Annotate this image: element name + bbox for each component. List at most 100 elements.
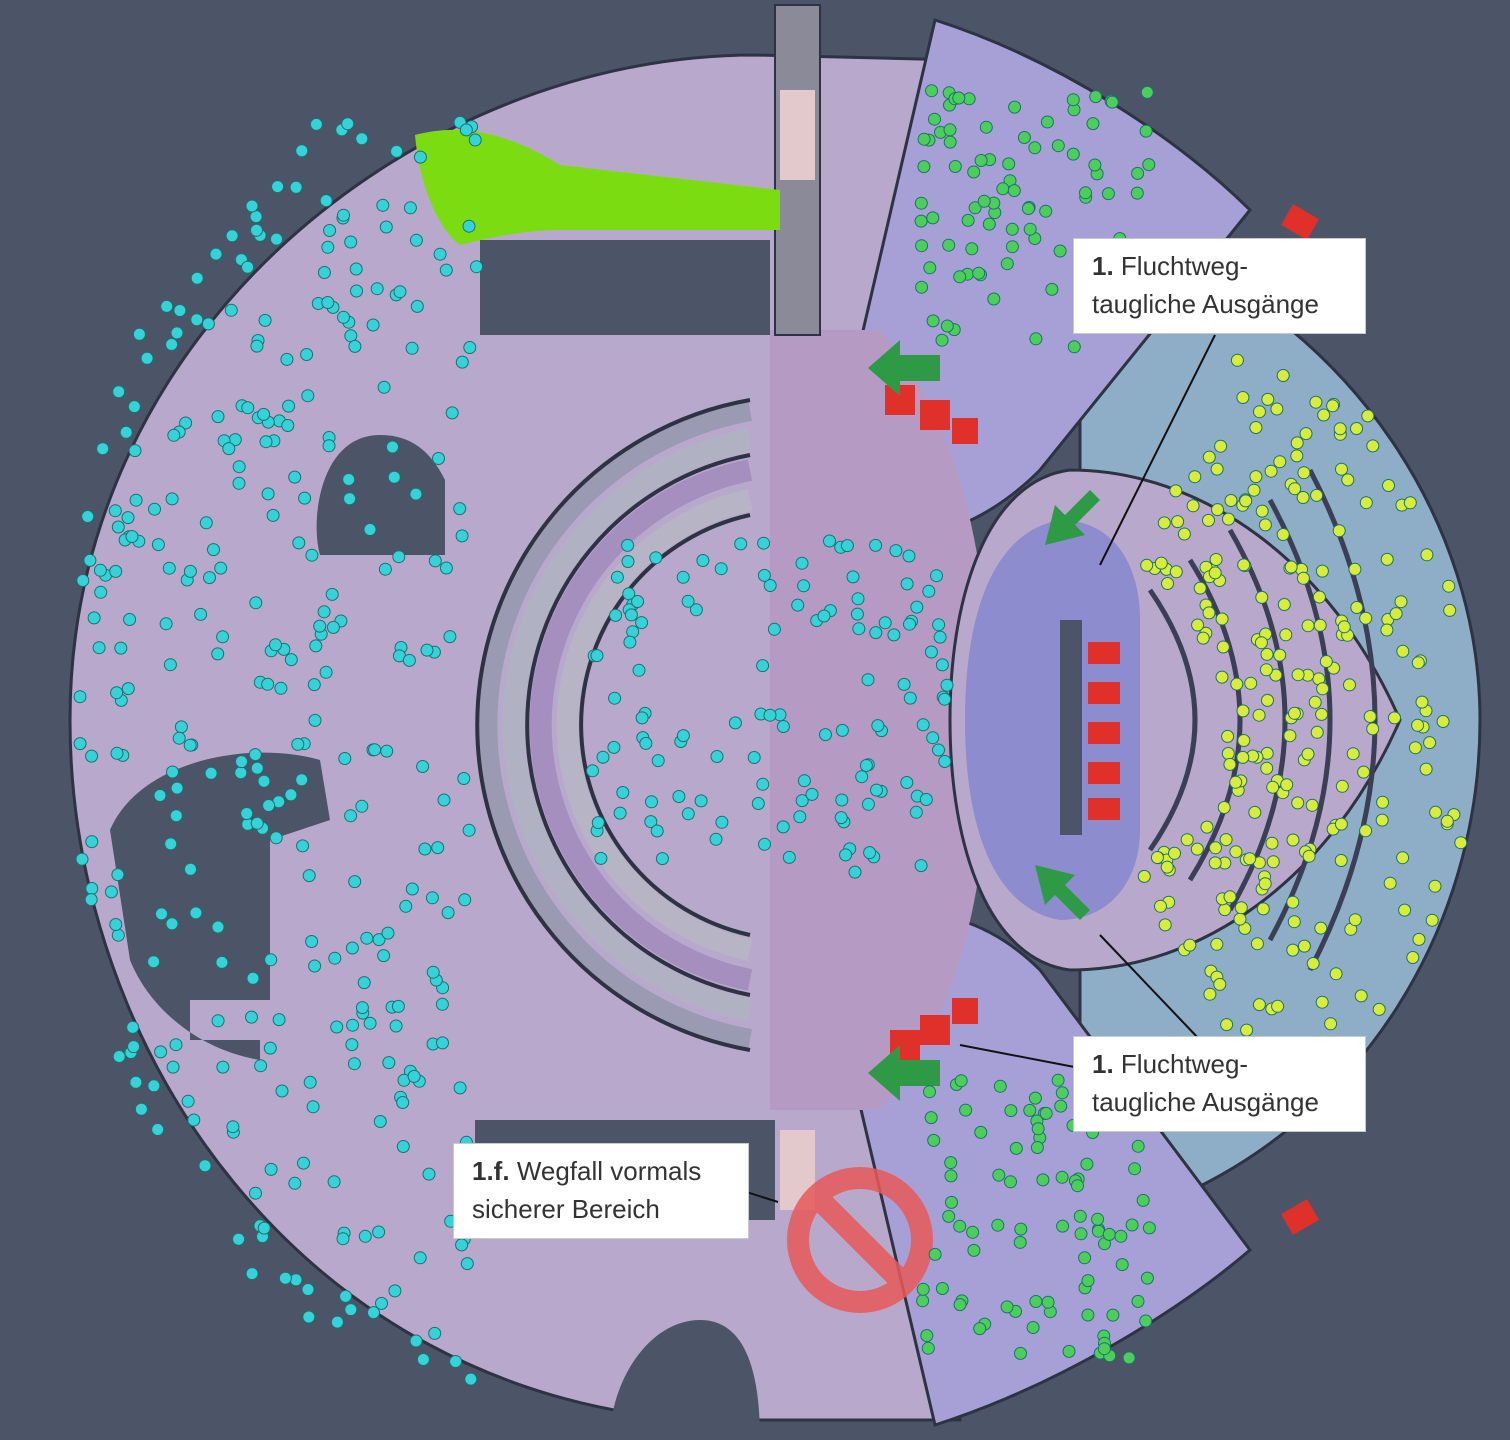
- occupant-marker: [1266, 855, 1280, 869]
- occupant-marker: [1051, 139, 1065, 153]
- occupant-marker: [264, 1162, 278, 1176]
- callout-bottom-right: 1. Fluchtweg- taugliche Ausgänge: [1073, 1036, 1366, 1132]
- occupant-marker: [903, 691, 917, 705]
- occupant-marker: [275, 1084, 289, 1098]
- occupant-marker: [85, 882, 99, 895]
- occupant-marker: [166, 1060, 180, 1074]
- occupant-marker: [1131, 1294, 1145, 1308]
- occupant-marker: [926, 211, 940, 225]
- occupant-marker: [257, 774, 271, 788]
- occupant-marker: [160, 299, 174, 313]
- occupant-marker: [226, 1120, 240, 1134]
- occupant-marker: [1310, 725, 1324, 739]
- occupant-marker: [296, 839, 310, 853]
- occupant-marker: [211, 920, 225, 934]
- occupant-marker: [1014, 1346, 1027, 1360]
- occupant-marker: [114, 641, 128, 655]
- occupant-marker: [938, 755, 952, 768]
- occupant-marker: [1380, 552, 1394, 566]
- auditorium-stage: [965, 520, 1140, 920]
- occupant-marker: [163, 658, 177, 672]
- occupant-marker: [76, 574, 90, 587]
- occupant-marker: [631, 595, 645, 608]
- occupant-marker: [305, 935, 319, 948]
- occupant-marker: [756, 777, 770, 791]
- occupant-marker: [897, 677, 911, 691]
- occupant-marker: [926, 731, 940, 745]
- occupant-marker: [439, 263, 453, 277]
- occupant-marker: [1249, 421, 1263, 434]
- occupant-marker: [776, 820, 790, 834]
- occupant-marker: [348, 339, 362, 353]
- occupant-marker: [222, 442, 236, 456]
- occupant-marker: [292, 536, 306, 550]
- occupant-marker: [1248, 805, 1262, 819]
- occupant-marker: [1254, 636, 1268, 650]
- occupant-marker: [1375, 813, 1389, 827]
- occupant-marker: [166, 765, 179, 779]
- occupant-marker: [183, 564, 197, 578]
- occupant-marker: [1366, 722, 1380, 736]
- occupant-marker: [1266, 780, 1280, 794]
- occupant-marker: [940, 678, 954, 692]
- occupant-marker: [968, 201, 982, 215]
- occupant-marker: [1315, 995, 1329, 1009]
- occupant-marker: [1279, 628, 1293, 642]
- occupant-marker: [1029, 332, 1043, 346]
- occupant-marker: [1007, 184, 1021, 198]
- occupant-marker: [1140, 558, 1154, 572]
- occupant-marker: [1260, 761, 1274, 775]
- occupant-marker: [108, 504, 122, 518]
- occupant-marker: [1183, 938, 1197, 952]
- occupant-marker: [1236, 750, 1250, 764]
- occupant-marker: [855, 770, 869, 784]
- occupant-marker: [1301, 747, 1315, 761]
- occupant-marker: [1031, 1122, 1045, 1136]
- occupant-marker: [715, 815, 729, 829]
- occupant-marker: [644, 815, 658, 829]
- occupant-marker: [111, 928, 125, 942]
- occupant-marker: [1286, 943, 1300, 957]
- occupant-marker: [109, 918, 123, 931]
- occupant-marker: [154, 1045, 168, 1059]
- occupant-marker: [376, 198, 390, 212]
- occupant-marker: [245, 199, 259, 213]
- occupant-marker: [1423, 736, 1437, 750]
- occupant-marker: [1357, 765, 1371, 779]
- occupant-marker: [681, 594, 695, 608]
- occupant-marker: [632, 663, 646, 677]
- occupant-marker: [1346, 747, 1360, 761]
- occupant-marker: [1224, 494, 1238, 507]
- occupant-marker: [1097, 1342, 1111, 1356]
- occupant-marker: [278, 1271, 292, 1285]
- occupant-marker: [923, 1085, 936, 1099]
- occupant-marker: [391, 999, 405, 1013]
- occupant-marker: [945, 1195, 958, 1209]
- occupant-marker: [1286, 833, 1300, 847]
- occupant-marker: [1310, 488, 1324, 502]
- occupant-marker: [1208, 566, 1222, 580]
- occupant-marker: [181, 1094, 195, 1108]
- occupant-marker: [389, 1019, 403, 1033]
- occupant-marker: [302, 869, 316, 883]
- occupant-marker: [289, 180, 303, 194]
- occupant-marker: [240, 807, 254, 820]
- occupant-marker: [1350, 422, 1363, 435]
- occupant-marker: [1102, 1227, 1116, 1241]
- occupant-marker: [159, 617, 173, 631]
- occupant-marker: [431, 841, 445, 855]
- occupant-marker: [372, 1225, 386, 1239]
- occupant-marker: [355, 1001, 369, 1015]
- occupant-marker: [425, 891, 439, 905]
- occupant-marker: [1297, 939, 1311, 953]
- occupant-marker: [696, 554, 710, 567]
- occupant-marker: [1343, 678, 1356, 692]
- occupant-marker: [616, 786, 630, 799]
- occupant-marker: [211, 1014, 225, 1028]
- occupant-marker: [405, 341, 419, 355]
- occupant-marker: [1288, 706, 1301, 720]
- occupant-marker: [1291, 668, 1305, 682]
- occupant-marker: [170, 326, 184, 340]
- callout-top-right: 1. Fluchtweg- taugliche Ausgänge: [1073, 238, 1366, 334]
- occupant-marker: [1252, 708, 1266, 722]
